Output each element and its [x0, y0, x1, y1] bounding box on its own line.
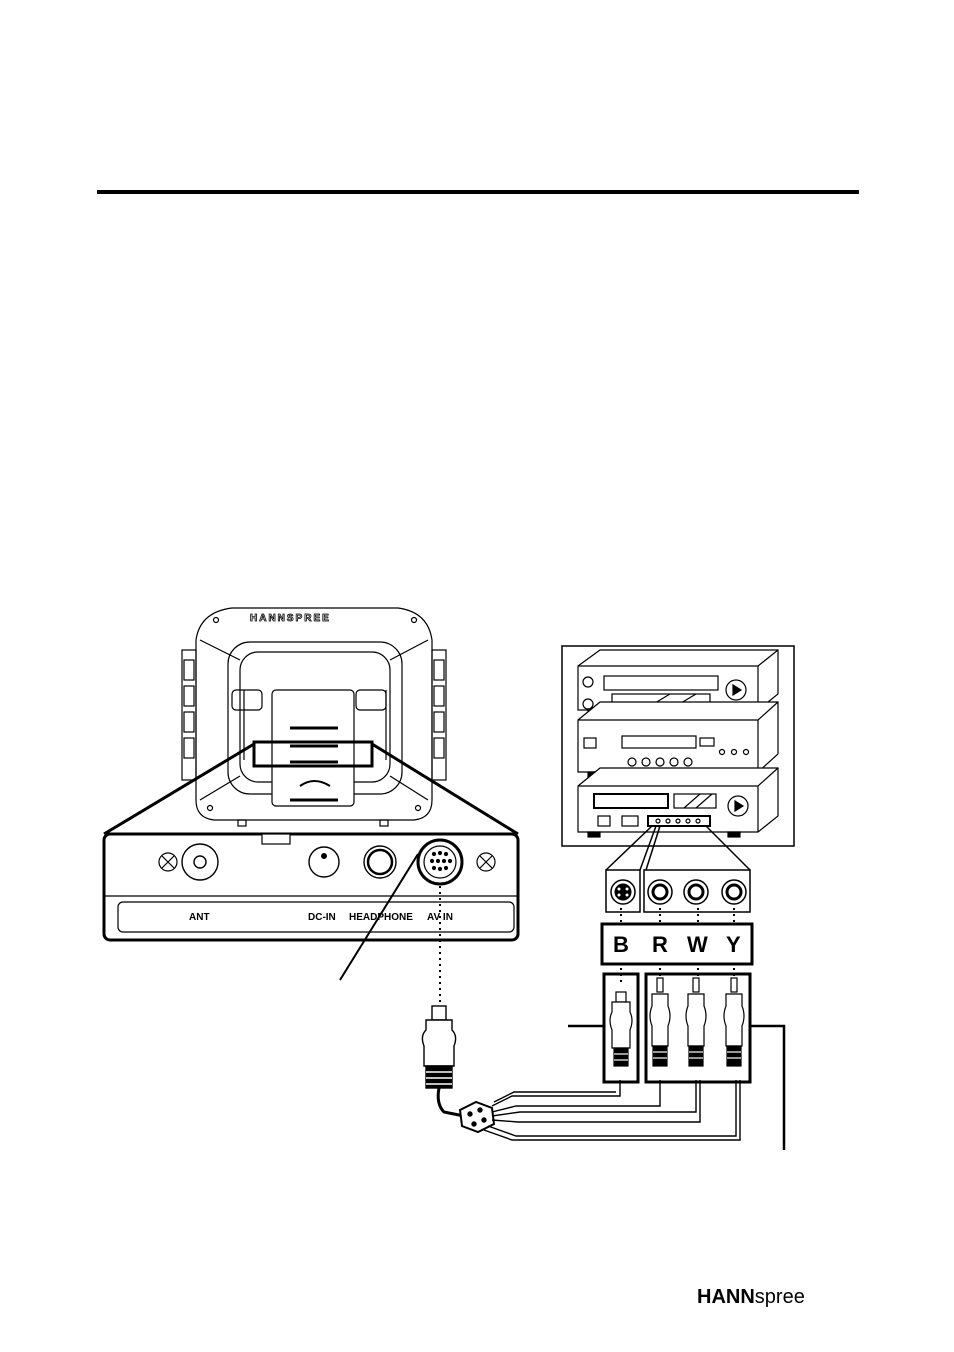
av-plug-cable — [422, 1006, 494, 1132]
footer-logo-regular: spree — [755, 1286, 805, 1308]
rca-jack-red-icon — [648, 880, 672, 904]
tv-brand-logo: HANNSPREE — [250, 613, 331, 624]
s-video-jack-icon — [611, 880, 635, 904]
av-in-port-icon — [418, 840, 462, 884]
footer-logo-bold: HANN — [697, 1286, 755, 1308]
rca-plug-white-icon — [686, 978, 706, 1066]
ant-label: ANT — [189, 912, 210, 923]
rca-plug-yellow-icon — [724, 978, 744, 1066]
output-jack-panel — [606, 870, 750, 912]
letter-r: R — [652, 932, 668, 957]
device-tuner — [578, 702, 778, 777]
tv-port-panel: ANT DC-IN HEADPHONE AV IN — [104, 834, 518, 940]
panel-screw-right-icon — [477, 853, 495, 871]
panel-screw-left-icon — [159, 853, 177, 871]
hannspree-footer-logo: HANNspree — [697, 1286, 805, 1309]
rca-jack-yellow-icon — [722, 880, 746, 904]
tv-back-view — [182, 608, 446, 826]
headphone-port-icon — [364, 846, 396, 878]
dc-in-label: DC-IN — [308, 912, 336, 923]
letter-w: W — [687, 932, 708, 957]
dc-in-port-icon — [309, 847, 339, 877]
av-device-stack — [562, 646, 794, 846]
rca-jack-white-icon — [684, 880, 708, 904]
letter-b: B — [613, 932, 629, 957]
ant-port-icon — [182, 844, 218, 880]
s-video-plug-icon — [610, 992, 632, 1066]
device-dvd — [578, 768, 778, 837]
rca-plug-red-icon — [650, 978, 670, 1066]
split-cables — [484, 1080, 740, 1140]
letter-y: Y — [726, 932, 741, 957]
rca-callout-line — [750, 1026, 784, 1150]
